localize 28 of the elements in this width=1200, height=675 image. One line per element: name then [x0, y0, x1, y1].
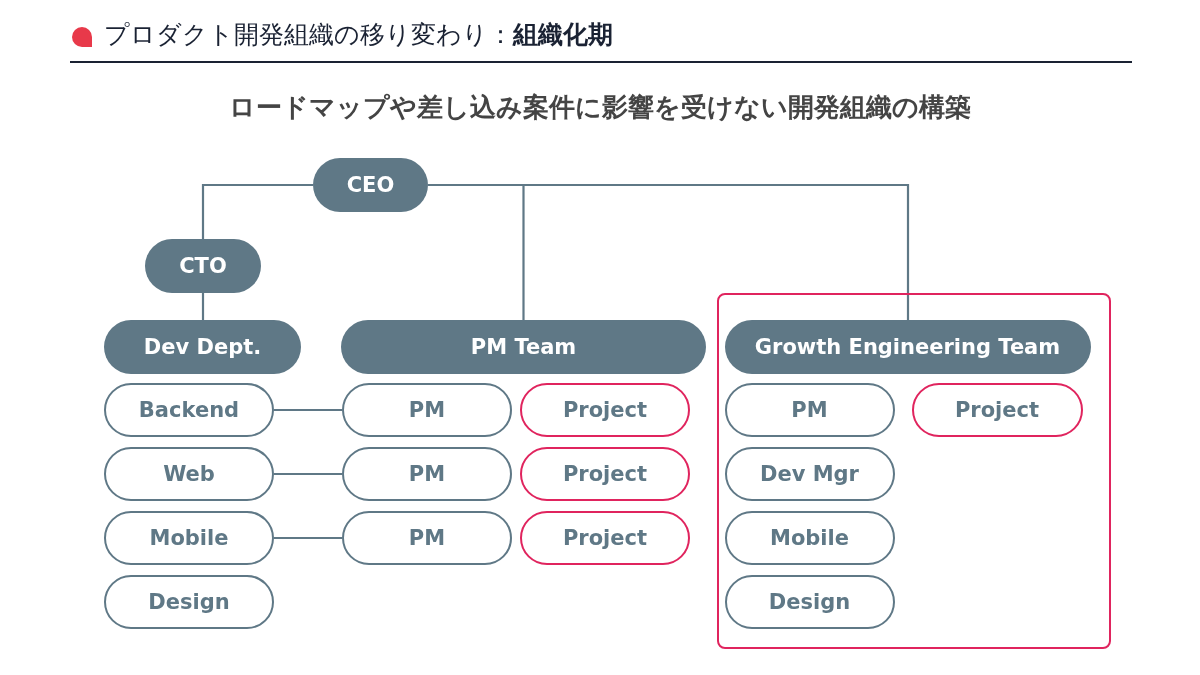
team-pill: CTO [145, 239, 261, 293]
connector-line [274, 536, 342, 540]
role-pill: Mobile [104, 511, 274, 565]
team-pill: PM Team [341, 320, 706, 374]
group-frame [717, 293, 1111, 649]
role-pill: PM [342, 383, 512, 437]
team-pill: CEO [313, 158, 428, 212]
team-pill: Growth Engineering Team [724, 319, 1091, 374]
role-pill: PM [342, 447, 512, 501]
team-pill: Dev Dept. [104, 320, 301, 374]
project-pill: Project [911, 382, 1083, 437]
project-pill: Project [520, 511, 690, 565]
role-pill: Design [104, 575, 274, 629]
connector-line [201, 183, 313, 239]
connector-line [274, 472, 342, 476]
subtitle: ロードマップや差し込み案件に影響を受けない開発組織の構築 [228, 91, 972, 124]
connector-line [201, 293, 205, 320]
role-pill: PM [724, 382, 895, 437]
project-pill: Project [520, 383, 690, 437]
page-title: プロダクト開発組織の移り変わり：組織化期 [104, 19, 613, 51]
role-pill: Backend [104, 383, 274, 437]
role-pill: PM [342, 511, 512, 565]
role-pill: Dev Mgr [724, 446, 895, 501]
project-pill: Project [520, 447, 690, 501]
role-pill: Design [724, 574, 895, 629]
role-pill: Web [104, 447, 274, 501]
role-pill: Mobile [724, 510, 895, 565]
connector-line [274, 408, 342, 412]
